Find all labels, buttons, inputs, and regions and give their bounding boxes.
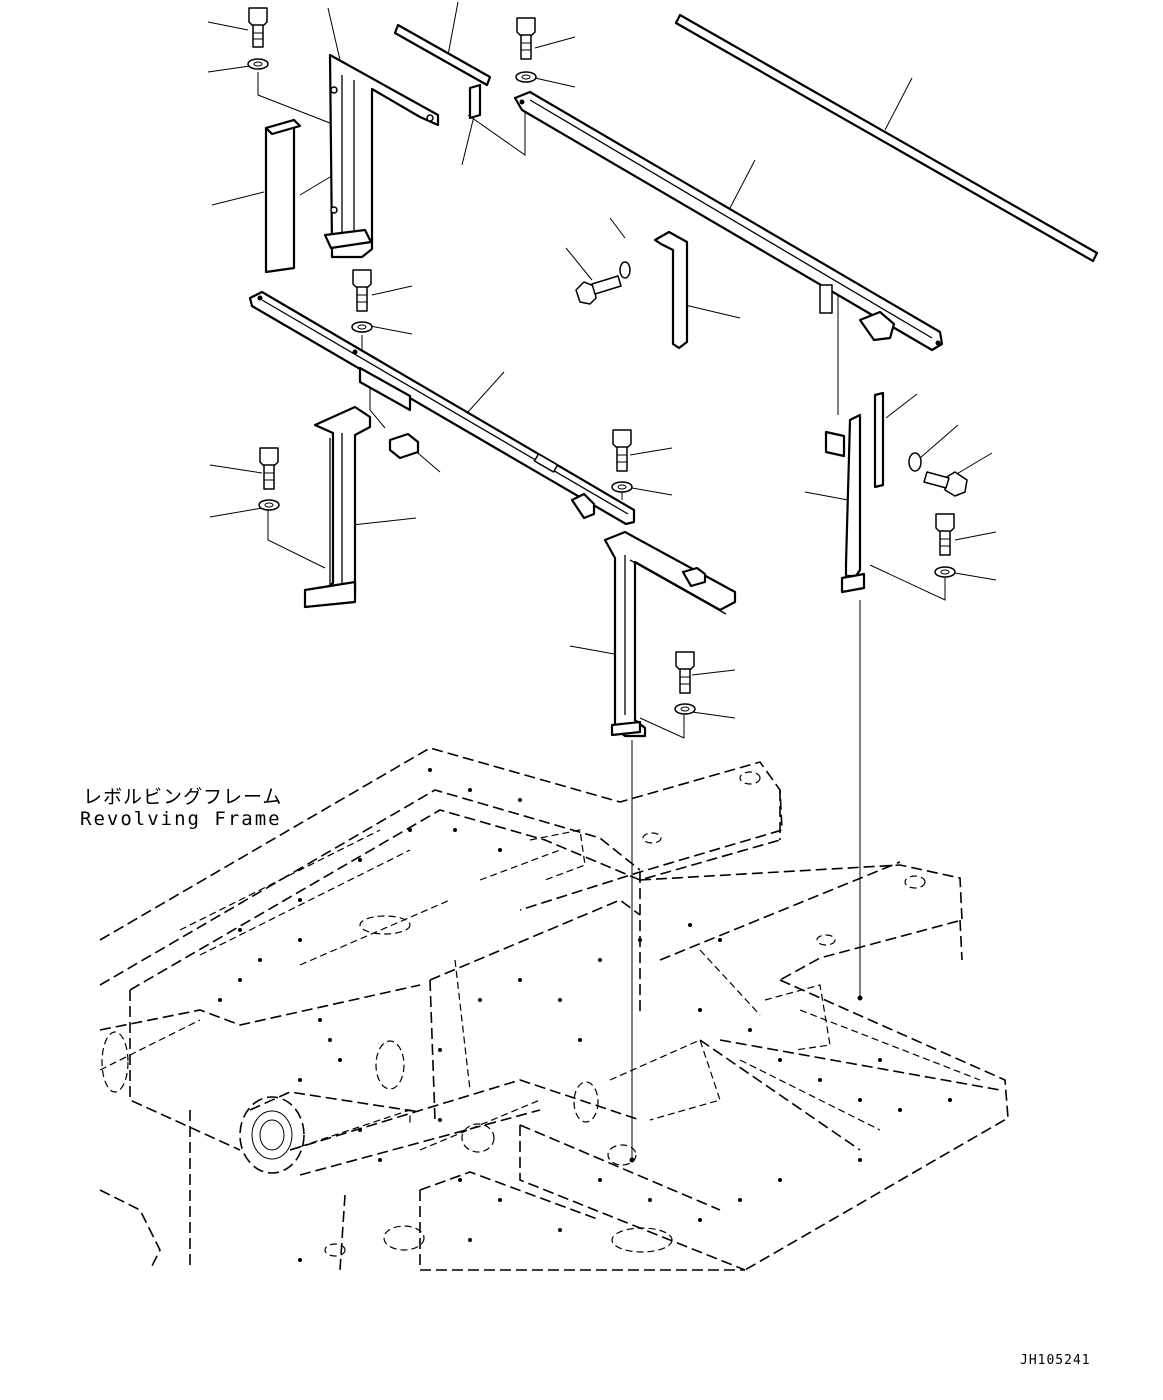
post-left-part xyxy=(303,405,372,609)
bracket-part xyxy=(323,53,440,259)
hanger-part xyxy=(653,230,689,350)
upper-rail-part xyxy=(513,90,944,352)
bolt-icon xyxy=(935,513,955,556)
bolt-icon xyxy=(675,651,695,694)
revolving-frame xyxy=(99,747,1009,1271)
bolt-icon xyxy=(259,447,279,490)
bolt-icon xyxy=(612,429,632,472)
drawing-id: JH105241 xyxy=(1020,1353,1091,1368)
leader-lines xyxy=(207,1,997,1160)
post-right-part xyxy=(824,391,885,594)
washer-icon xyxy=(908,452,922,472)
lower-rail-part xyxy=(248,290,636,526)
bolt-icon xyxy=(575,275,622,305)
bolt-icon xyxy=(352,269,372,312)
washer-icon xyxy=(934,566,956,578)
frame-parts xyxy=(248,13,1099,738)
clip-part xyxy=(468,83,482,120)
pad-part xyxy=(264,118,296,274)
washer-icon xyxy=(619,261,631,279)
washer-icon xyxy=(351,321,373,333)
bolt-icon xyxy=(923,471,968,497)
block-part xyxy=(388,432,420,460)
washer-icon xyxy=(611,481,633,493)
post-center-part xyxy=(603,530,737,738)
frame-label-english: Revolving Frame xyxy=(80,808,282,830)
pivot-boss xyxy=(239,1096,305,1174)
washer-icon xyxy=(258,499,280,511)
washer-icon xyxy=(674,703,696,715)
long-strip-part xyxy=(674,13,1099,263)
bolts-and-washers xyxy=(247,7,968,715)
strip-part xyxy=(393,23,492,87)
bolt-icon xyxy=(248,7,268,48)
frame-label-japanese: レボルビングフレーム xyxy=(83,786,283,808)
bolt-icon xyxy=(516,17,536,60)
washer-icon xyxy=(247,58,269,70)
washer-icon xyxy=(515,71,537,83)
